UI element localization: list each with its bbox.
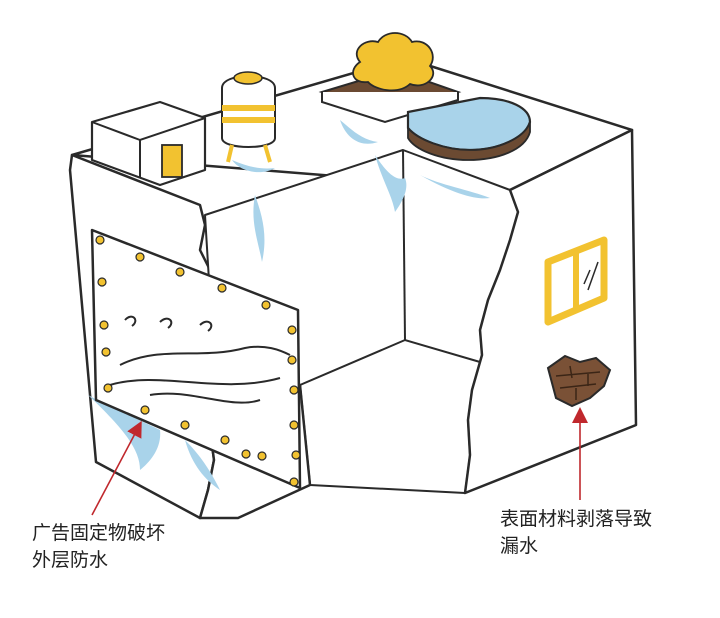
annotation-surface-line1: 表面材料剥落导致 xyxy=(500,508,653,530)
peeling-brick-patch xyxy=(546,354,612,408)
bolt xyxy=(257,451,267,461)
rooftop-storage-box xyxy=(90,100,207,187)
bolt xyxy=(180,420,190,430)
water-tank xyxy=(221,71,276,163)
bolt xyxy=(287,325,297,335)
bolt xyxy=(140,405,150,415)
bolt xyxy=(97,277,107,287)
bolt xyxy=(217,283,227,293)
billboard-bolts xyxy=(95,235,301,487)
bolt xyxy=(241,449,251,459)
bolt xyxy=(291,450,301,460)
bolt xyxy=(101,347,111,357)
bolt xyxy=(287,355,297,365)
annotation-billboard: 广告固定物破坏 外层防水 xyxy=(32,520,165,574)
door-icon xyxy=(161,144,183,178)
bolt xyxy=(289,385,299,395)
bolt xyxy=(289,477,299,487)
bolt xyxy=(261,300,271,310)
annotation-surface: 表面材料剥落导致 漏水 xyxy=(500,506,652,560)
bolt xyxy=(175,267,185,277)
bolt xyxy=(135,252,145,262)
bolt xyxy=(220,435,230,445)
annotation-billboard-line1: 广告固定物破坏 xyxy=(32,522,166,544)
annotation-billboard-line2: 外层防水 xyxy=(32,549,109,571)
bolt xyxy=(99,320,109,330)
rooftop-planter xyxy=(318,32,462,124)
annotation-arrows xyxy=(91,407,588,516)
bolt xyxy=(95,235,105,245)
bolt xyxy=(289,420,299,430)
window-icon xyxy=(544,236,608,326)
annotation-surface-line2: 漏水 xyxy=(500,535,539,557)
billboard xyxy=(90,228,302,490)
bolt xyxy=(103,383,113,393)
rooftop-pond xyxy=(406,96,532,161)
water-leaks xyxy=(88,120,510,490)
arrow-billboard xyxy=(91,420,142,516)
